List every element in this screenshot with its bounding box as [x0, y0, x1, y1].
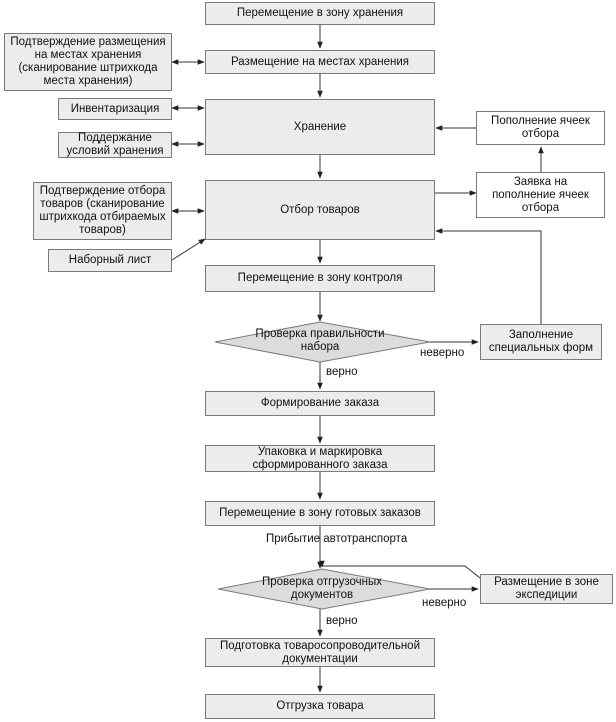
step-order-formation: Формирование заказа [205, 391, 435, 416]
step-replenish-request-text: Заявка на пополнение ячеек отбора [492, 175, 589, 214]
step-replenish-request: Заявка на пополнение ячеек отбора [476, 172, 605, 218]
note-picking-confirmation: Подтверждение отбора товаров (сканирован… [33, 182, 172, 240]
label-incorrect-2: неверно [422, 597, 467, 609]
step-move-to-storage-text: Перемещение в зону хранения [236, 7, 404, 19]
label-correct-1: верно [326, 366, 358, 378]
note-pick-list-text: Наборный лист [68, 254, 152, 266]
note-picking-confirmation-text: Подтверждение отбора товаров (сканирован… [39, 185, 166, 236]
step-packing-marking-text: Упаковка и маркировка сформированного за… [252, 445, 388, 471]
step-fill-special-forms-text: Заполнение специальных форм [488, 329, 594, 354]
label-vehicle-arrival: Прибытие автотранспорта [266, 533, 408, 545]
step-fill-special-forms: Заполнение специальных форм [480, 324, 602, 360]
note-inventory: Инвентаризация [58, 98, 172, 120]
step-move-to-ready-orders: Перемещение в зону готовых заказов [205, 501, 435, 526]
decision-check-documents-text: Проверка отгрузочных документов [262, 576, 382, 601]
decision-check-picking-text: Проверка правильности набора [255, 328, 385, 353]
step-move-to-control: Перемещение в зону контроля [205, 265, 435, 292]
step-order-formation-text: Формирование заказа [260, 397, 380, 409]
note-pick-list: Наборный лист [48, 249, 172, 272]
step-move-to-control-text: Перемещение в зону контроля [237, 272, 403, 284]
step-picking: Отбор товаров [205, 180, 435, 240]
label-incorrect-1: неверно [420, 347, 465, 359]
step-replenish-cells: Пополнение ячеек отбора [476, 111, 605, 145]
note-placement-confirmation-text: Подтверждение размещения на местах хране… [10, 36, 166, 87]
step-placement-text: Размещение на местах хранения [231, 55, 409, 68]
step-storage-text: Хранение [293, 120, 347, 133]
arrow-r4-d2 [319, 560, 481, 579]
step-storage: Хранение [205, 99, 435, 155]
note-inventory-text: Инвентаризация [70, 102, 160, 115]
step-expedition-placement: Размещение в зоне экспедиции [480, 574, 613, 604]
step-prepare-documents-text: Подготовка товаросопроводительной докуме… [220, 639, 420, 665]
arrow-r3-b4 [435, 228, 542, 324]
step-move-to-storage: Перемещение в зону хранения [205, 2, 435, 25]
step-expedition-placement-text: Размещение в зоне экспедиции [494, 576, 599, 601]
step-shipment-text: Отгрузка товара [276, 700, 364, 712]
step-packing-marking: Упаковка и маркировка сформированного за… [205, 445, 435, 472]
note-storage-conditions-text: Поддержание условий хранения [66, 132, 164, 157]
step-prepare-documents: Подготовка товаросопроводительной докуме… [205, 638, 435, 667]
arrow-l5-b4 [171, 238, 206, 261]
step-move-to-ready-orders-text: Перемещение в зону готовых заказов [219, 507, 421, 519]
step-replenish-cells-text: Пополнение ячеек отбора [491, 115, 590, 140]
step-placement: Размещение на местах хранения [205, 50, 435, 74]
label-correct-2: верно [326, 615, 358, 627]
note-storage-conditions: Поддержание условий хранения [58, 132, 172, 158]
note-placement-confirmation: Подтверждение размещения на местах хране… [4, 33, 172, 91]
step-picking-text: Отбор товаров [280, 203, 360, 216]
step-shipment: Отгрузка товара [205, 694, 435, 719]
